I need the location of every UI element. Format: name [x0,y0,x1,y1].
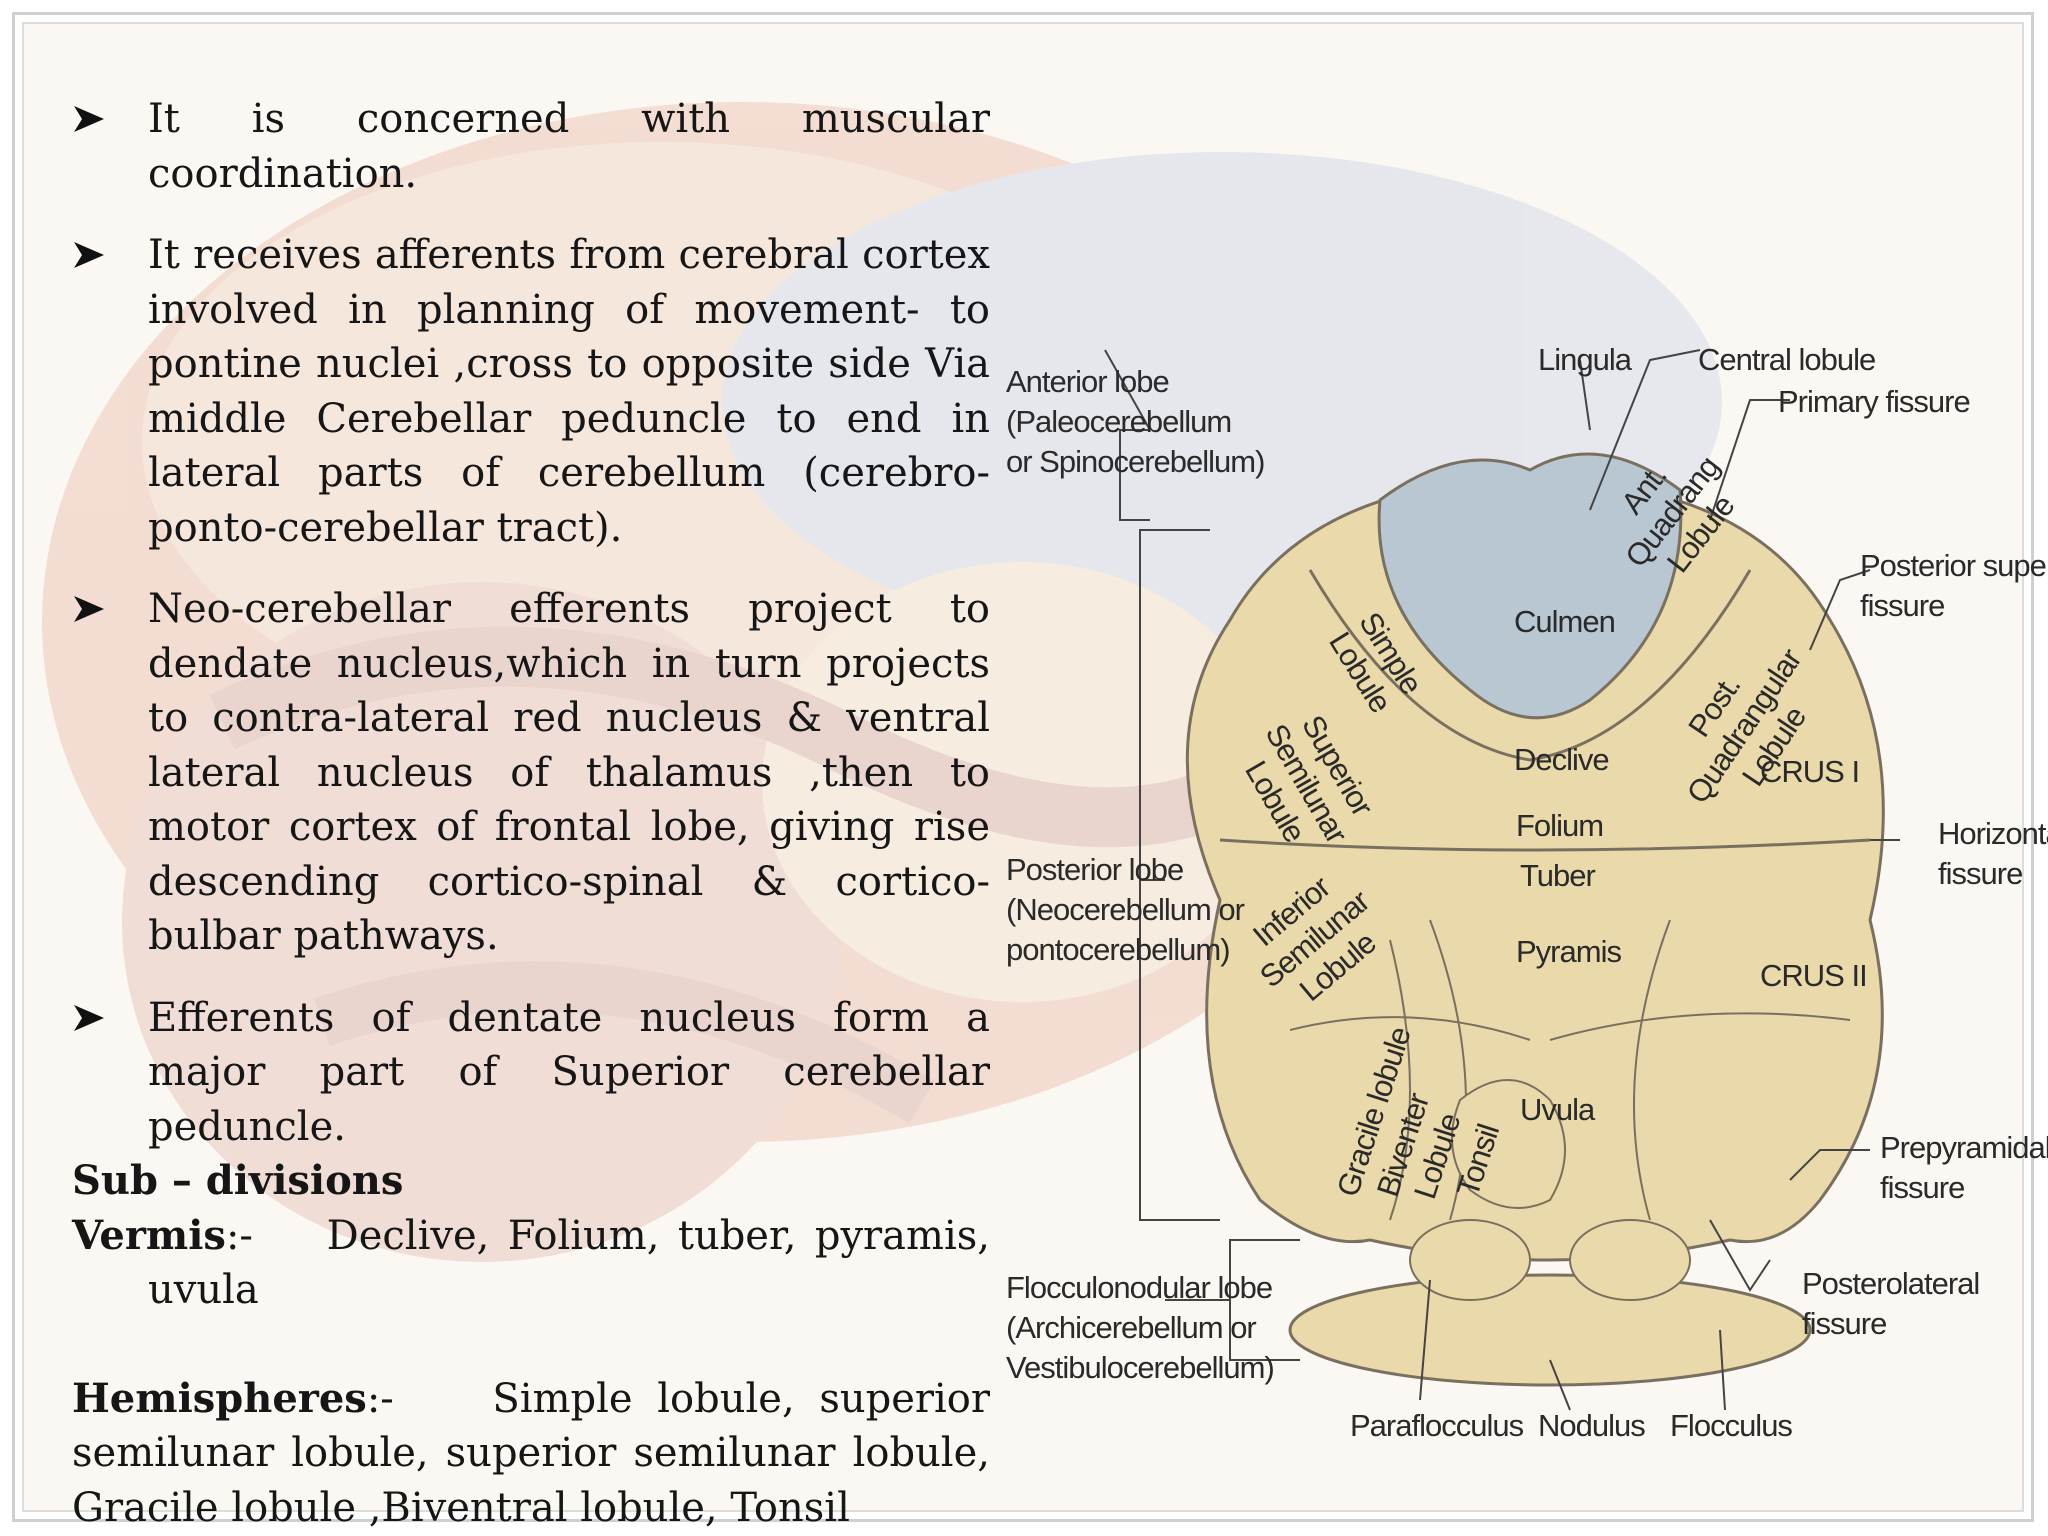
hemispheres-text: Simple lobule, superior semilunar lobule… [72,1375,990,1531]
vermis-text: Declive, Folium, tuber, pyramis, uvula [148,1212,990,1314]
nodulus-shape [1288,1273,1812,1387]
posterolateral-fissure-label: Posterolateral fissure [1802,1266,1980,1341]
arrow-bullet-icon [74,1004,104,1031]
flocculus-label: Flocculus [1670,1408,1793,1443]
cerebellum-drawing [1104,349,1900,1411]
folium-label: Folium [1516,808,1604,843]
crus-ii-label: CRUS II [1760,958,1868,993]
vermis-separator: :- [225,1212,253,1259]
arrow-bullet-icon [74,106,104,132]
declive-label: Declive [1514,742,1610,777]
bullet-text: Neo-cerebellar efferents project to dend… [148,586,990,959]
bullet-item: Neo-cerebellar efferents project to dend… [72,582,990,964]
anterior-lobe-shape [1377,452,1683,720]
vermis-label: Vermis [72,1211,226,1259]
posterior-superior-fissure-label: Posterior superior fissure [1860,548,2048,623]
bullet-text: Efferents of dentate nucleus form a majo… [148,994,990,1150]
bullet-text: It is concerned with muscular coordinati… [148,96,990,197]
lingula-label: Lingula [1538,342,1632,377]
bullet-item: Efferents of dentate nucleus form a majo… [72,991,990,1155]
central-lobule-label: Central lobule [1698,342,1876,377]
prepyramidal-fissure-label: Prepyramidal fissure [1880,1130,2048,1205]
bullet-text: It receives afferents from cerebral cort… [148,232,990,551]
arrow-bullet-icon [74,242,104,268]
spacer [72,1318,990,1372]
subdivisions-heading: Sub – divisions [72,1157,404,1204]
hemispheres-separator: :- [366,1375,394,1422]
culmen-label: Culmen [1514,604,1616,639]
posterior-lobe-label: Posterior lobe (Neocerebellum or pontoce… [1006,852,1245,967]
horizontal-fissure-label: Horizontal fissure [1938,816,2048,891]
cerebellum-diagram: Anterior lobe (Paleocerebellum or Spinoc… [990,320,2048,1490]
pyramis-label: Pyramis [1516,934,1622,969]
anterior-lobe-label: Anterior lobe (Paleocerebellum or Spinoc… [1006,364,1265,479]
bullet-item: It is concerned with muscular coordinati… [72,92,990,201]
primary-fissure-label: Primary fissure [1778,384,1971,419]
vermis-line: Vermis:- Declive, Folium, tuber, pyramis… [72,1209,990,1318]
text-column: It is concerned with muscular coordinati… [72,92,990,1535]
nodulus-label: Nodulus [1538,1408,1646,1443]
hemispheres-label: Hemispheres [72,1374,367,1422]
slide-outer-border [12,12,2034,1522]
flocculonodular-lobe-label: Flocculonodular lobe (Archicerebellum or… [1006,1270,1275,1385]
background-brain-illustration [42,102,1722,1262]
tuber-label: Tuber [1520,858,1596,893]
bullet-item: It receives afferents from cerebral cort… [72,228,990,555]
crus-i-label: CRUS I [1760,754,1860,789]
uvula-label: Uvula [1520,1092,1595,1127]
hemispheres-line: Hemispheres:- Simple lobule, superior se… [72,1372,990,1536]
paraflocculus-label: Paraflocculus [1350,1408,1524,1443]
arrow-bullet-icon [74,596,104,622]
